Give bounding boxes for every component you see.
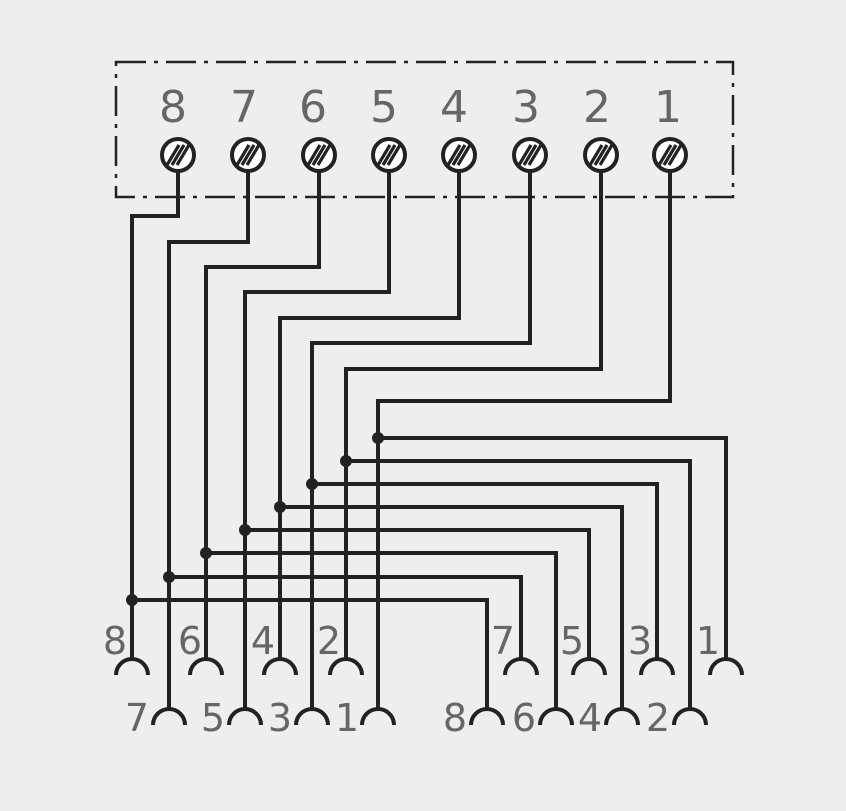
terminal-label-2: 2 xyxy=(583,82,611,133)
socket-contact xyxy=(571,657,607,676)
socket-contact xyxy=(114,657,150,676)
junction-dot xyxy=(274,501,286,513)
left-lower-pin-label: 1 xyxy=(335,696,359,740)
socket-contact xyxy=(604,707,640,726)
wire-bus-4 xyxy=(280,505,624,710)
socket-contact xyxy=(188,657,224,676)
right-lower-pin-label: 4 xyxy=(578,696,602,740)
wire-terminal-4 xyxy=(278,170,461,660)
wire-terminal-2 xyxy=(344,170,603,660)
right-upper-pin-label: 5 xyxy=(560,619,584,663)
socket-contact xyxy=(538,707,574,726)
socket-contact xyxy=(639,657,675,676)
terminal-label-1: 1 xyxy=(654,82,682,133)
wire-terminal-6 xyxy=(204,170,321,660)
right-upper-pin-label: 1 xyxy=(696,619,720,663)
junction-dot xyxy=(200,547,212,559)
right-lower-pin-label: 6 xyxy=(512,696,536,740)
socket-contact xyxy=(469,707,505,726)
socket-contact xyxy=(294,707,330,726)
terminal-label-4: 4 xyxy=(440,82,468,133)
screw-terminal-8 xyxy=(160,137,196,173)
socket-contact xyxy=(227,707,263,726)
terminal-label-8: 8 xyxy=(159,82,187,133)
socket-contact xyxy=(503,657,539,676)
screw-terminal-6 xyxy=(301,137,337,173)
socket-contact xyxy=(672,707,708,726)
wire-bus-7 xyxy=(169,575,523,660)
screw-terminal-7 xyxy=(230,137,266,173)
screw-terminal-2 xyxy=(583,137,619,173)
right-lower-pin-label: 2 xyxy=(646,696,670,740)
junction-dot xyxy=(306,478,318,490)
wire-terminal-1 xyxy=(376,170,672,710)
left-upper-pin-label: 2 xyxy=(317,619,341,663)
socket-contact xyxy=(262,657,298,676)
wire-bus-2 xyxy=(346,459,692,710)
socket-contact xyxy=(708,657,744,676)
terminal-label-3: 3 xyxy=(512,82,540,133)
wire-bus-3 xyxy=(312,482,659,660)
screw-terminal-1 xyxy=(652,137,688,173)
wire-terminal-8 xyxy=(130,170,180,660)
wire-terminal-5 xyxy=(243,170,391,710)
terminal-block-outline xyxy=(114,60,735,199)
wire-terminal-7 xyxy=(167,170,250,710)
right-lower-pin-label: 8 xyxy=(443,696,467,740)
junction-dot xyxy=(126,594,138,606)
left-lower-pin-label: 7 xyxy=(125,696,149,740)
left-upper-pin-label: 4 xyxy=(251,619,275,663)
junction-dot xyxy=(239,524,251,536)
screw-terminal-4 xyxy=(441,137,477,173)
left-lower-pin-label: 5 xyxy=(201,696,225,740)
junction-dot xyxy=(340,455,352,467)
screw-terminal-5 xyxy=(371,137,407,173)
socket-contact xyxy=(328,657,364,676)
junction-dot xyxy=(372,432,384,444)
screw-terminal-3 xyxy=(512,137,548,173)
wire-bus-1 xyxy=(378,436,728,660)
socket-contact xyxy=(151,707,187,726)
wire-bus-5 xyxy=(245,528,591,660)
terminal-label-5: 5 xyxy=(370,82,398,133)
left-upper-pin-label: 8 xyxy=(103,619,127,663)
socket-contact xyxy=(360,707,396,726)
terminal-label-7: 7 xyxy=(230,82,258,133)
wire-terminal-3 xyxy=(310,170,532,710)
right-upper-pin-label: 7 xyxy=(491,619,515,663)
junction-dot xyxy=(163,571,175,583)
terminal-label-6: 6 xyxy=(299,82,327,133)
left-upper-pin-label: 6 xyxy=(178,619,202,663)
wire-bus-8 xyxy=(132,598,489,710)
wire-bus-6 xyxy=(206,551,558,710)
right-upper-pin-label: 3 xyxy=(628,619,652,663)
left-lower-pin-label: 3 xyxy=(268,696,292,740)
